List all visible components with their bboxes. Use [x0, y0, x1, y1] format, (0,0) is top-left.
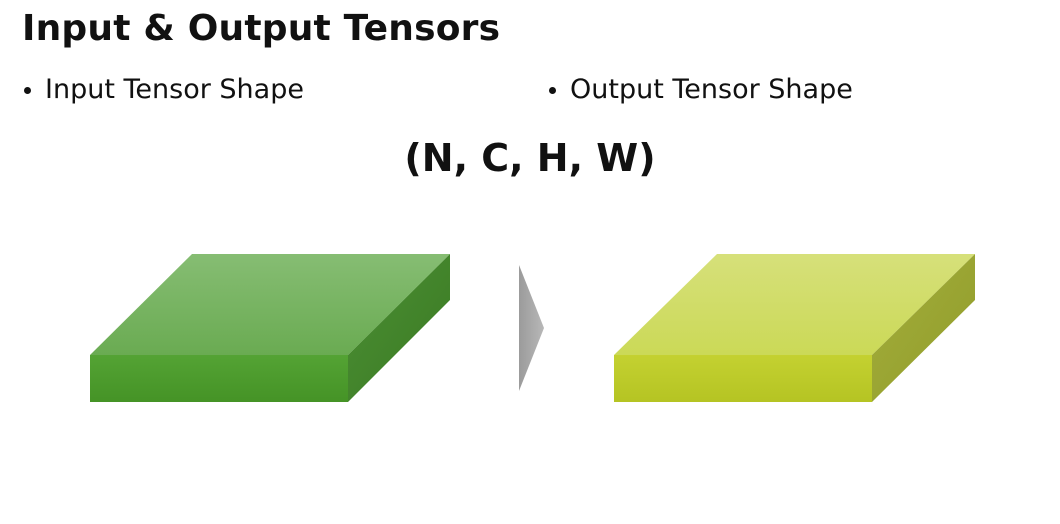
output-tensor-slab — [614, 254, 975, 402]
input-slab-top-face — [90, 254, 450, 355]
output-slab-side-face — [872, 254, 975, 402]
output-slab-top-face — [614, 254, 975, 355]
chevron-right-icon — [519, 265, 544, 391]
output-slab-front-face — [614, 355, 872, 402]
input-tensor-slab — [90, 254, 450, 402]
bullet-output-tensor-shape: Output Tensor Shape — [549, 74, 853, 105]
bullet-input-label: Input Tensor Shape — [45, 74, 304, 105]
bullet-output-label: Output Tensor Shape — [570, 74, 853, 105]
bullet-dot-icon — [24, 87, 31, 94]
input-slab-front-face — [90, 355, 348, 402]
slide-title: Input & Output Tensors — [22, 8, 501, 49]
bullet-dot-icon — [549, 87, 556, 94]
bullet-input-tensor-shape: Input Tensor Shape — [24, 74, 304, 105]
tensor-shape-label: (N, C, H, W) — [404, 136, 656, 180]
input-slab-side-face — [348, 254, 450, 402]
